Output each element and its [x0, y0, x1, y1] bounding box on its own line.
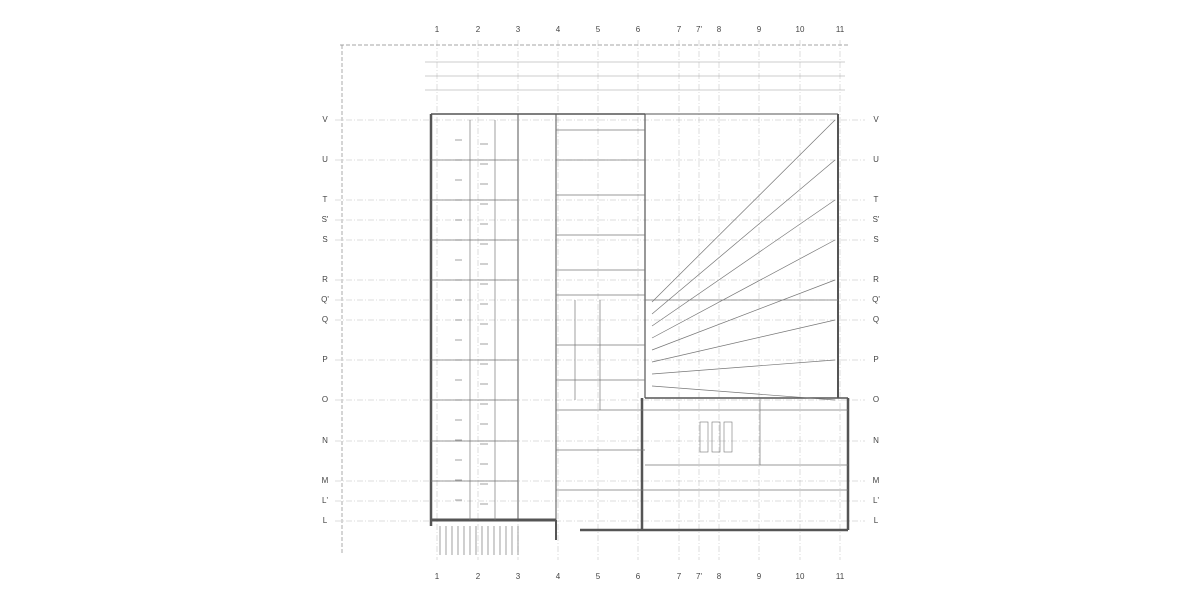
ramp-line	[651, 279, 836, 351]
grid-label-bottom: 7	[677, 572, 682, 581]
grid-label-bottom: 11	[836, 572, 845, 581]
grid-label-top: 9	[757, 25, 762, 34]
grid-label-bottom: 1	[435, 572, 440, 581]
meeting-table	[711, 421, 721, 453]
grid-label-left: V	[322, 115, 328, 124]
grid-label-bottom: 4	[556, 572, 561, 581]
ramp-line	[651, 319, 836, 363]
grid-label-top: 3	[516, 25, 521, 34]
grid-label-left: L	[323, 516, 328, 525]
grid-label-left: T	[323, 195, 328, 204]
grid-label-left: R	[322, 275, 328, 284]
ramp-line	[651, 119, 836, 303]
grid-label-bottom: 3	[516, 572, 521, 581]
grid-label-top: 10	[796, 25, 805, 34]
grid-label-top: 8	[717, 25, 722, 34]
grid-label-right: S	[873, 235, 878, 244]
grid-label-left: M	[322, 476, 329, 485]
grid-label-bottom: 10	[796, 572, 805, 581]
grid-label-left: O	[322, 395, 328, 404]
grid-label-left: Q'	[321, 295, 329, 304]
grid-label-top: 5	[596, 25, 601, 34]
ramp-line	[651, 239, 836, 339]
grid-label-right: R	[873, 275, 879, 284]
grid-label-right: O	[873, 395, 879, 404]
grid-label-bottom: 6	[636, 572, 641, 581]
grid-label-right: T	[874, 195, 879, 204]
grid-label-left: U	[322, 155, 328, 164]
room-partitions	[431, 119, 848, 555]
grid-label-left: P	[322, 355, 327, 364]
grid-label-left: S	[322, 235, 327, 244]
grid-label-right: Q	[873, 315, 879, 324]
ramp-line	[651, 385, 836, 401]
grid-label-right: L'	[873, 496, 879, 505]
grid-label-right: N	[873, 436, 879, 445]
grid-label-top: 4	[556, 25, 561, 34]
grid-label-left: L'	[322, 496, 328, 505]
grid-label-top: 1	[435, 25, 440, 34]
grid-label-top: 7'	[696, 25, 702, 34]
grid-label-right: U	[873, 155, 879, 164]
meeting-table	[699, 421, 709, 453]
drawing-frame	[340, 44, 850, 555]
grid-label-right: V	[873, 115, 879, 124]
grid-label-top: 7	[677, 25, 682, 34]
grid-label-left: N	[322, 436, 328, 445]
ramp-line	[651, 159, 836, 315]
grid-label-right: P	[873, 355, 878, 364]
grid-label-left: S'	[322, 215, 329, 224]
grid-label-top: 11	[836, 25, 845, 34]
ramp-line	[651, 199, 836, 327]
walls	[429, 113, 850, 540]
grid-label-right: Q'	[872, 295, 880, 304]
grid-label-bottom: 9	[757, 572, 762, 581]
grid-label-bottom: 7'	[696, 572, 702, 581]
grid-label-bottom: 5	[596, 572, 601, 581]
grid-label-top: 6	[636, 25, 641, 34]
grid-label-right: M	[873, 476, 880, 485]
ramp-line	[651, 359, 836, 375]
grid-label-right: L	[874, 516, 879, 525]
grid-label-bottom: 8	[717, 572, 722, 581]
grid-label-bottom: 2	[476, 572, 481, 581]
meeting-table	[723, 421, 733, 453]
grid-label-right: S'	[873, 215, 880, 224]
grid-label-top: 2	[476, 25, 481, 34]
grid-label-left: Q	[322, 315, 328, 324]
